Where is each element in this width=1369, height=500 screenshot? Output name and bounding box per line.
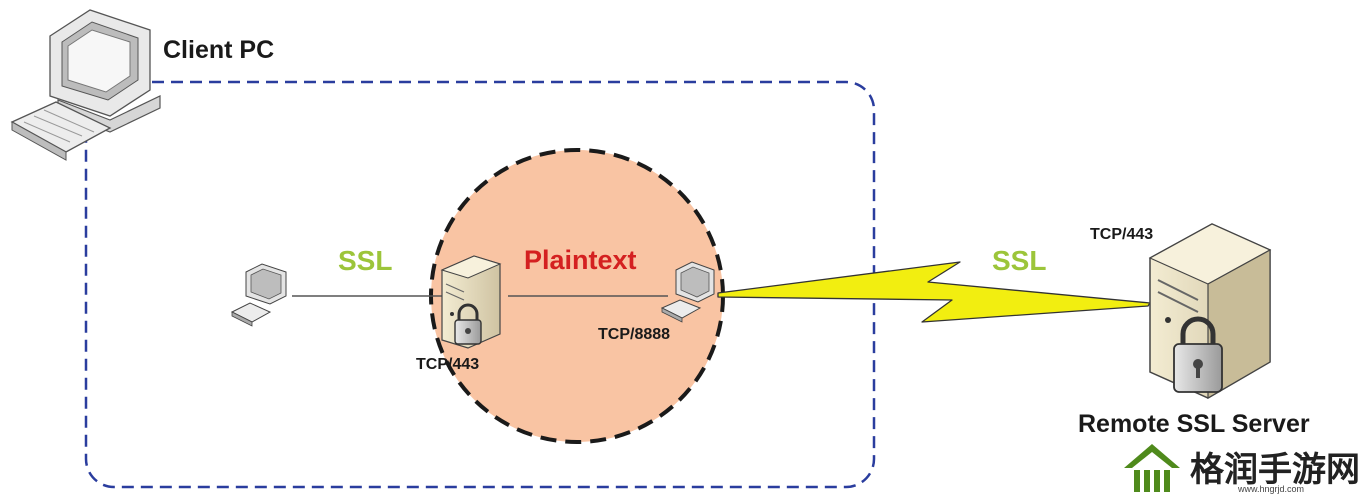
- server-padlock-icon: [1173, 316, 1223, 393]
- watermark-url: www.hngrjd.com: [1238, 484, 1305, 494]
- client-pc-label: Client PC: [163, 36, 275, 64]
- padlock-icon: [454, 303, 482, 345]
- lightning-link-icon: [717, 261, 1151, 323]
- proxy-port-label: TCP/443: [416, 356, 480, 373]
- local-port-label: TCP/8888: [598, 326, 671, 343]
- desktop-computer-icon: [10, 9, 161, 161]
- ssl-label-left: SSL: [338, 245, 393, 276]
- plaintext-label: Plaintext: [524, 245, 637, 275]
- proxy-client-computer-icon: [660, 261, 715, 323]
- server-port-label: TCP/443: [1090, 226, 1154, 243]
- ssl-label-right: SSL: [992, 245, 1047, 276]
- small-computer-icon: [230, 263, 287, 327]
- watermark: 格润手游网 www.hngrjd.com: [1112, 434, 1369, 500]
- remote-server-label: Remote SSL Server: [1078, 410, 1310, 438]
- watermark-text: 格润手游网: [1190, 450, 1360, 490]
- watermark-logo-icon: [1124, 444, 1180, 492]
